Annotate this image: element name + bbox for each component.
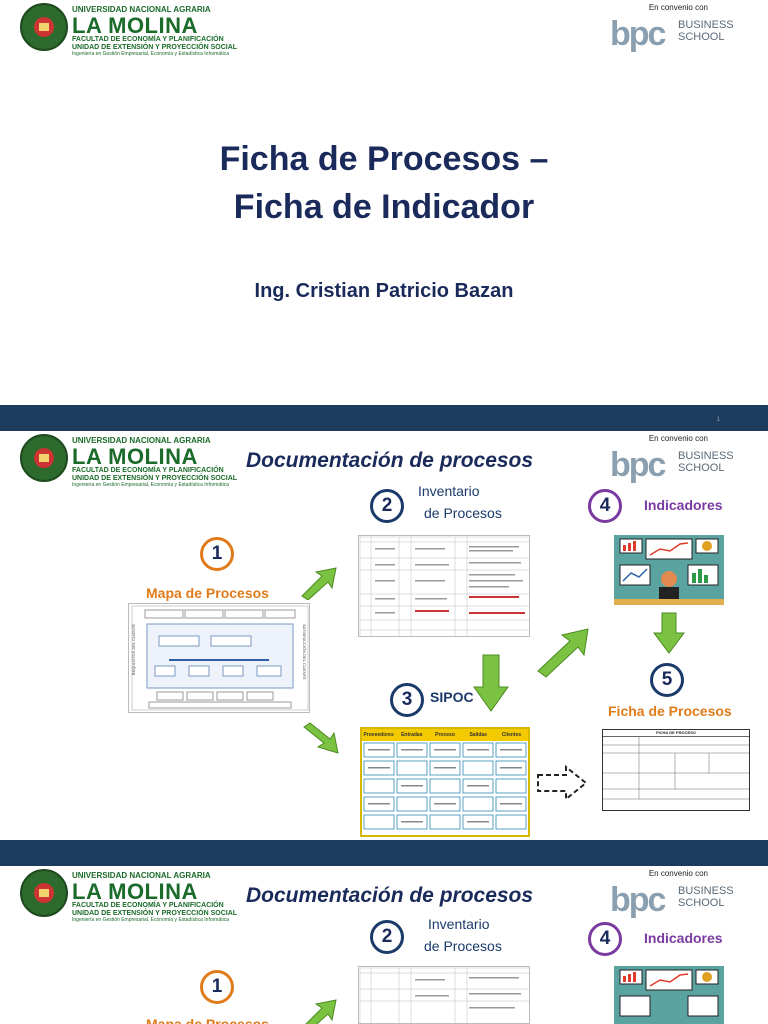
partner-logo: En convenio con bpc BUSINESS SCHOOL	[608, 869, 748, 919]
partner-caption: En convenio con	[648, 434, 708, 443]
arrow-to-inventory-icon	[305, 999, 337, 1024]
university-seal-icon	[20, 869, 68, 917]
arrow-to-inventory-icon	[301, 567, 337, 600]
unit-line: UNIDAD DE EXTENSIÓN Y PROYECCIÓN SOCIAL	[72, 910, 238, 917]
partner-name-1: BUSINESS	[678, 19, 734, 31]
slide-divider	[0, 840, 768, 866]
indicators-illustration	[614, 966, 724, 1024]
ficha-thumbnail: FICHA DE PROCESO	[602, 729, 750, 811]
partner-name-1: BUSINESS	[678, 450, 734, 462]
faculty-line: FACULTAD DE ECONOMÍA Y PLANIFICACIÓN	[72, 467, 224, 474]
slide-title-line1: Ficha de Procesos –	[219, 140, 549, 178]
university-seal-icon	[20, 434, 68, 482]
sipoc-header-cell: Entradas	[395, 729, 429, 741]
partner-caption: En convenio con	[648, 869, 708, 878]
unit-line: UNIDAD DE EXTENSIÓN Y PROYECCIÓN SOCIAL	[72, 44, 238, 51]
ficha-header: FICHA DE PROCESO	[603, 730, 749, 737]
unit-line: UNIDAD DE EXTENSIÓN Y PROYECCIÓN SOCIAL	[72, 475, 238, 482]
map-right-label: SATISFACCIÓN DEL CLIENTE	[302, 624, 307, 680]
step-2-label-line1: Inventario	[428, 916, 490, 932]
step-2-label-line2: de Procesos	[424, 505, 502, 521]
step-1-label: Mapa de Procesos	[146, 585, 269, 601]
university-name: LA MOLINA	[72, 13, 198, 38]
university-logo: UNIVERSIDAD NACIONAL AGRARIA LA MOLINA F…	[20, 3, 237, 57]
step-1-badge: 1	[200, 970, 234, 1004]
faculty-line: FACULTAD DE ECONOMÍA Y PLANIFICACIÓN	[72, 902, 224, 909]
partner-name-2: SCHOOL	[678, 462, 725, 474]
dashed-arrow-icon	[537, 765, 588, 801]
slide-documentation: UNIVERSIDAD NACIONAL AGRARIA LA MOLINA F…	[0, 431, 768, 840]
map-left-label: REQUISITOS DEL CLIENTE	[131, 624, 136, 676]
step-5-badge: 5	[650, 663, 684, 697]
step-2-label-line2: de Procesos	[424, 938, 502, 954]
step-1-badge: 1	[200, 537, 234, 571]
slide-divider: 1	[0, 405, 768, 431]
university-name: LA MOLINA	[72, 879, 198, 904]
step-2-label-line1: Inventario	[418, 483, 480, 499]
section-heading: Documentación de procesos	[246, 884, 534, 907]
sipoc-header-cell: Clientes	[494, 729, 528, 741]
step-3-label: SIPOC	[430, 689, 474, 705]
step-3-badge: 3	[390, 683, 424, 717]
step-2-badge: 2	[370, 489, 404, 523]
slide-title: UNIVERSIDAD NACIONAL AGRARIA LA MOLINA F…	[0, 0, 768, 405]
program-line: Ingeniería en Gestión Empresarial, Econo…	[72, 917, 230, 923]
university-line: UNIVERSIDAD NACIONAL AGRARIA	[72, 871, 211, 880]
arrow-to-indicators-icon	[537, 628, 589, 678]
step-4-label: Indicadores	[644, 930, 723, 946]
sipoc-thumbnail: Proveedores Entradas Proceso Salidas Cli…	[360, 727, 530, 837]
bpc-logo-mark: bpc	[610, 15, 666, 53]
author-name: Ing. Cristian Patricio Bazan	[254, 280, 514, 302]
arrow-to-sipoc-down-icon	[473, 654, 509, 712]
sipoc-header-cell: Salidas	[461, 729, 495, 741]
partner-name-2: SCHOOL	[678, 897, 725, 909]
process-map-thumbnail: REQUISITOS DEL CLIENTE SATISFACCIÓN DEL …	[128, 603, 310, 713]
sipoc-header-cell: Proceso	[428, 729, 462, 741]
partner-name-2: SCHOOL	[678, 31, 725, 43]
sipoc-header-cell: Proveedores	[362, 729, 396, 741]
page-number: 1	[716, 417, 720, 423]
university-line: UNIVERSIDAD NACIONAL AGRARIA	[72, 436, 211, 445]
step-4-badge: 4	[588, 489, 622, 523]
slide-title-line2: Ficha de Indicador	[233, 188, 535, 226]
partner-caption: En convenio con	[648, 3, 708, 12]
partner-logo: En convenio con bpc BUSINESS SCHOOL	[608, 3, 748, 53]
inventory-thumbnail	[358, 535, 530, 637]
bpc-logo-mark: bpc	[610, 446, 666, 484]
sipoc-body-icon	[363, 742, 527, 830]
sipoc-header-row: Proveedores Entradas Proceso Salidas Cli…	[362, 729, 528, 741]
step-2-badge: 2	[370, 920, 404, 954]
program-line: Ingeniería en Gestión Empresarial, Econo…	[72, 482, 230, 488]
indicators-illustration	[614, 535, 724, 605]
university-seal-icon	[20, 3, 68, 51]
university-logo: UNIVERSIDAD NACIONAL AGRARIA LA MOLINA F…	[20, 869, 237, 923]
program-line: Ingeniería en Gestión Empresarial, Econo…	[72, 51, 230, 57]
step-4-badge: 4	[588, 922, 622, 956]
partner-logo: En convenio con bpc BUSINESS SCHOOL	[608, 434, 748, 484]
slide-documentation-repeat: UNIVERSIDAD NACIONAL AGRARIA LA MOLINA F…	[0, 866, 768, 1024]
university-logo: UNIVERSIDAD NACIONAL AGRARIA LA MOLINA F…	[20, 434, 237, 488]
step-5-label: Ficha de Procesos	[608, 703, 732, 719]
step-1-label: Mapa de Procesos	[146, 1016, 269, 1024]
faculty-line: FACULTAD DE ECONOMÍA Y PLANIFICACIÓN	[72, 36, 224, 43]
step-4-label: Indicadores	[644, 497, 723, 513]
partner-name-1: BUSINESS	[678, 885, 734, 897]
inventory-thumbnail	[358, 966, 530, 1024]
arrow-to-sipoc-icon	[303, 722, 339, 754]
university-line: UNIVERSIDAD NACIONAL AGRARIA	[72, 5, 211, 14]
arrow-to-ficha-icon	[653, 612, 685, 654]
bpc-logo-mark: bpc	[610, 881, 666, 919]
section-heading: Documentación de procesos	[246, 449, 534, 472]
university-name: LA MOLINA	[72, 444, 198, 469]
